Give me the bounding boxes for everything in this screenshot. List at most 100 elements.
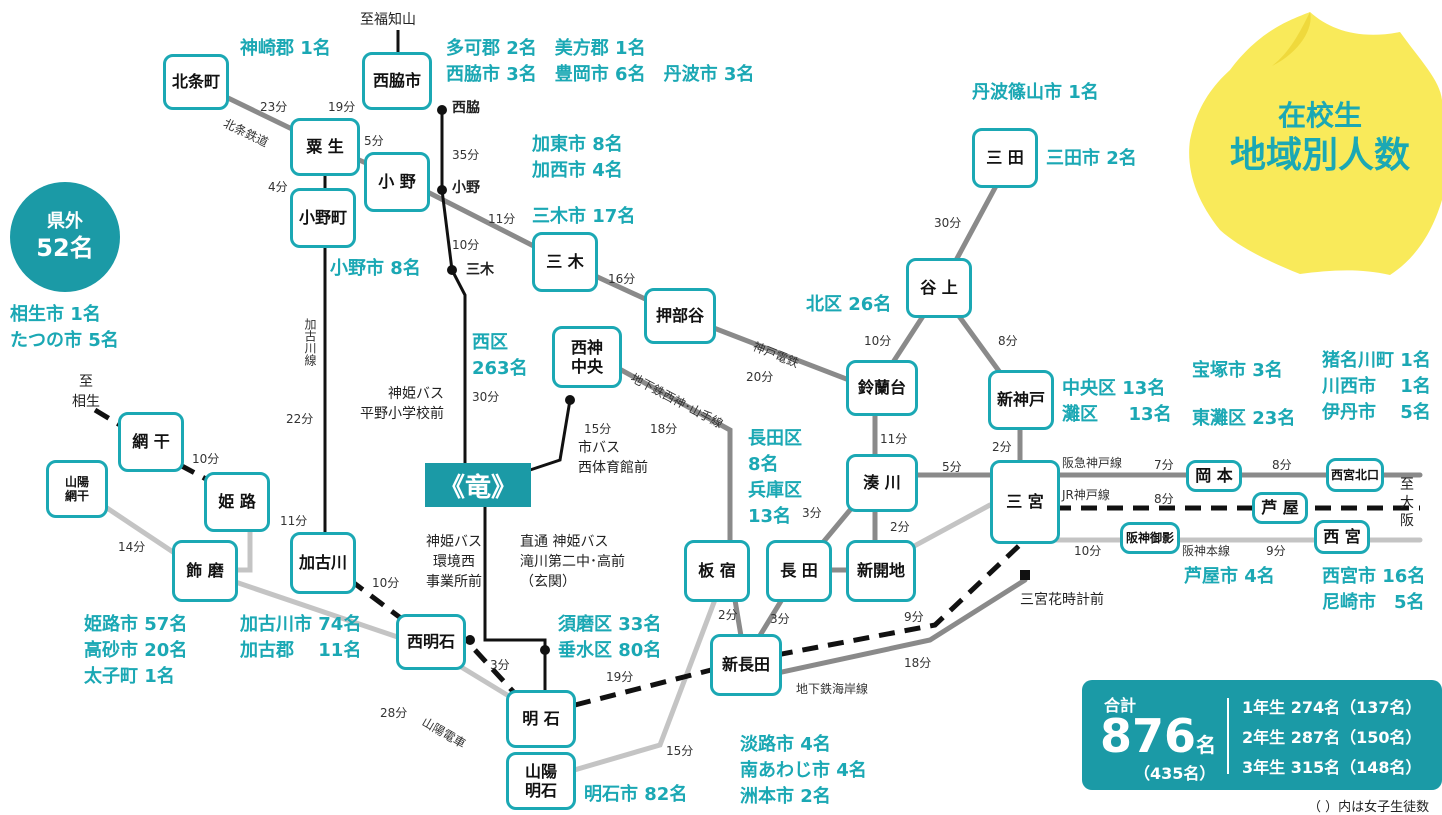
time-label: 11分 [488,212,516,226]
station-hanshin-mikage: 阪神御影 [1120,522,1180,554]
kengai-label: 県外 [47,211,83,232]
station-okamoto: 岡 本 [1186,460,1242,492]
grade2-count: 2年生 287名（150名） [1242,728,1422,747]
line-hankyu: 阪急神戸線 [1062,456,1123,470]
time-label: 35分 [452,148,480,162]
station-suzurandai: 鈴蘭台 [846,360,918,416]
grade1-count: 1年生 274名（137名） [1242,698,1422,717]
time-label: 3分 [802,506,822,520]
total-female: （435名） [1134,764,1216,783]
station-seishin-chuo: 西神 中央 [552,326,622,388]
label-to-osaka: 至 大 阪 [1400,477,1414,529]
station-himeji: 姫 路 [204,472,270,532]
time-label: 22分 [286,412,314,426]
station-ashiya: 芦 屋 [1252,492,1308,524]
count-ashiya: 芦屋市 4名 [1184,566,1275,587]
time-label: 23分 [260,100,288,114]
station-hojocho: 北条町 [163,54,229,110]
time-label: 10分 [452,238,480,252]
station-shin-nagata: 新長田 [710,634,782,696]
total-count-wrap: 876名 [1100,710,1216,771]
kengai-count: 52名 [36,234,94,262]
station-oshibedani: 押部谷 [644,288,716,344]
count-takarazuka: 宝塚市 3名 [1192,360,1283,381]
time-label: 4分 [268,180,288,194]
line-jr-kobe: JR神戸線 [1062,488,1110,502]
time-label: 2分 [890,520,910,534]
count-chuo-nada: 中央区 13名 灘区 13名 [1062,378,1172,425]
count-kita-ku: 北区 26名 [806,294,892,315]
count-ono: 小野市 8名 [330,258,421,279]
station-nishiwaki-shi: 西脇市 [362,52,432,110]
time-label: 5分 [942,460,962,474]
time-label: 15分 [584,422,612,436]
station-nagata: 長 田 [766,540,832,602]
line-kaigan: 地下鉄海岸線 [796,682,869,696]
total-divider [1227,698,1229,774]
count-himeji-takasago-taishi: 姫路市 57名 高砂市 20名 太子町 1名 [84,614,188,687]
count-nishinomiya-amagasaki: 西宮市 16名 尼崎市 5名 [1322,566,1426,613]
station-nishinomiya-kitaguchi: 西宮北口 [1326,458,1384,492]
time-label: 8分 [1154,492,1174,506]
time-label: 9分 [1266,544,1286,558]
count-aioi-tatsuno: 相生市 1名 たつの市 5名 [10,304,119,351]
time-label: 3分 [490,658,510,672]
count-taka-mikata: 多可郡 2名 美方郡 1名 [446,38,646,59]
station-miki: 三 木 [532,232,598,292]
time-label: 28分 [380,706,408,720]
count-kanzaki: 神崎郡 1名 [240,38,331,59]
station-ono: 小 野 [364,152,430,212]
time-label: 8分 [1272,458,1292,472]
time-label: 30分 [472,390,500,404]
time-label: 9分 [904,610,924,624]
time-label: 14分 [118,540,146,554]
label-direct-bus: 直通 神姫バス 滝川第二中･高前 （玄関） [520,534,625,590]
station-minatogawa: 湊 川 [846,454,918,512]
time-label: 16分 [608,272,636,286]
station-sanyo-aboshi: 山陽 網干 [46,460,108,518]
label-ono-stop: 小野 [452,180,480,196]
station-sannomiya: 三 宮 [990,460,1060,544]
total-count: 876 [1100,709,1197,763]
station-tanigami: 谷 上 [906,258,972,318]
station-shikama: 飾 磨 [172,540,238,602]
station-sanda: 三 田 [972,128,1038,188]
count-inagawa-kawanishi-itami: 猪名川町 1名 川西市 1名 伊丹市 5名 [1322,350,1431,423]
count-kakogawa: 加古川市 74名 加古郡 11名 [240,614,362,661]
count-higashinada: 東灘区 23名 [1192,408,1296,429]
time-label: 15分 [666,744,694,758]
label-shinki-bus-kankyo: 神姫バス 環境西 事業所前 [426,534,482,590]
badge-curl [1272,12,1311,66]
school-logo: 《竜》 [425,463,531,507]
station-akashi: 明 石 [506,690,576,748]
time-label: 5分 [364,134,384,148]
time-label: 20分 [746,370,774,384]
station-aboshi: 網 干 [118,412,184,472]
count-sanda: 三田市 2名 [1046,148,1137,169]
time-label: 2分 [992,440,1012,454]
line-hanshin: 阪神本線 [1182,544,1231,558]
time-label: 2分 [718,608,738,622]
kengai-circle: 県外 52名 [10,182,120,292]
station-nishi-akashi: 西明石 [396,614,466,670]
time-label: 19分 [606,670,634,684]
count-sasayama: 丹波篠山市 1名 [972,82,1099,103]
badge-text: 在校生 地域別人数 [1210,98,1430,178]
time-label: 18分 [904,656,932,670]
label-nishiwaki-stop: 西脇 [452,100,480,116]
time-label: 10分 [372,576,400,590]
time-label: 10分 [864,334,892,348]
count-akashi: 明石市 82名 [584,784,688,805]
label-shinki-bus-hirano: 神姫バス 平野小学校前 [360,386,444,422]
count-nishi-ku: 西区 263名 [472,332,528,379]
station-ao: 粟 生 [290,118,360,176]
station-onocho: 小野町 [290,188,356,248]
label-to-aioi: 至 相生 [72,374,100,410]
time-label: 30分 [934,216,962,230]
count-kato-kasai: 加東市 8名 加西市 4名 [532,134,623,181]
time-label: 10分 [1074,544,1102,558]
count-nishiwaki-toyooka: 西脇市 3名 豊岡市 6名 丹波市 3名 [446,64,755,85]
station-sanyo-akashi: 山陽 明石 [506,752,576,810]
time-label: 18分 [650,422,678,436]
count-nagata-hyogo: 長田区 8名 兵庫区 13名 [748,428,802,527]
